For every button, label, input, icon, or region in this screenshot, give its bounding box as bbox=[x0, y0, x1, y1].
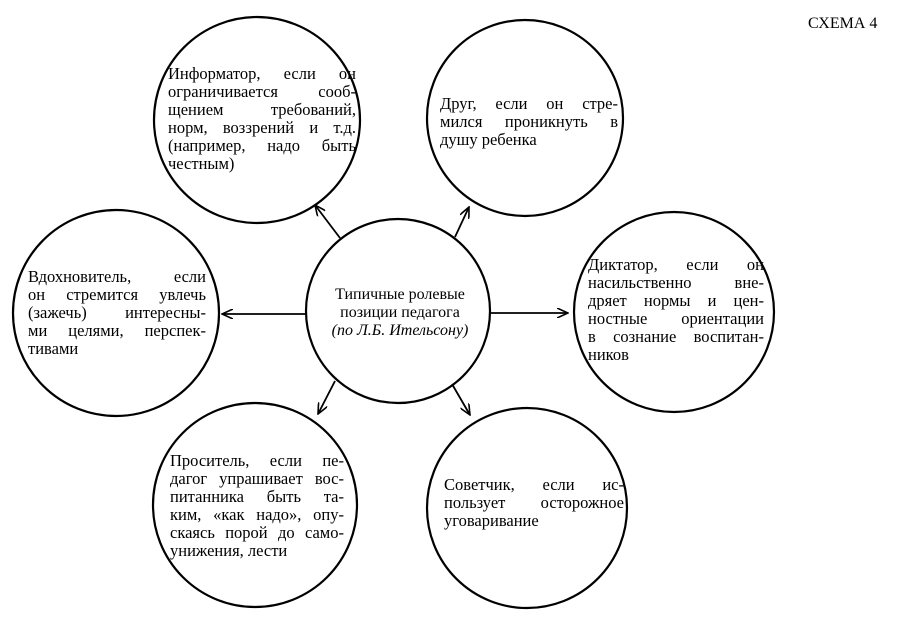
prositel-text: Проситель, если пе- дагог упрашивает вос… bbox=[170, 452, 344, 560]
vdokhnovitel-line: (зажечь) интересны- bbox=[28, 303, 206, 322]
vdokhnovitel-line: ми целями, перспек- bbox=[28, 321, 206, 340]
sovetchik-line: пользует осторожное bbox=[444, 493, 624, 512]
sovetchik-line: уговаривание bbox=[444, 511, 539, 530]
center-line-1: Типичные ролевые bbox=[335, 286, 465, 303]
diktator-line: в сознание воспитан- bbox=[588, 327, 764, 346]
center-source: (по Л.Б. Ительсону) bbox=[331, 322, 469, 339]
prositel-line: питанника быть та- bbox=[170, 487, 344, 506]
prositel-line: скаясь порой до само- bbox=[170, 523, 344, 542]
circle-prositel bbox=[151, 401, 359, 609]
circle-drug bbox=[425, 18, 625, 218]
circle-center bbox=[304, 217, 492, 405]
drug-line: мился проникнуть в bbox=[440, 112, 618, 131]
arrow-to-prositel bbox=[318, 380, 336, 414]
center-node-text: Типичные ролевые позиции педагога (по Л.… bbox=[312, 286, 488, 340]
vdokhnovitel-line: тивами bbox=[28, 339, 79, 358]
prositel-line: Проситель, если пе- bbox=[170, 451, 344, 470]
diktator-line: дряет нормы и цен- bbox=[588, 291, 764, 310]
prositel-line: ким, «как надо», опу- bbox=[170, 505, 344, 524]
sovetchik-line: Советчик, если ис- bbox=[444, 475, 624, 494]
vdokhnovitel-text: Вдохновитель, если он стремится увлечь (… bbox=[28, 268, 206, 358]
arrow-to-drug bbox=[454, 207, 469, 238]
informator-line: честным) bbox=[168, 154, 235, 173]
prositel-line: унижения, лести bbox=[170, 541, 288, 560]
circle-sovetchik bbox=[425, 406, 629, 610]
diktator-line: ников bbox=[588, 345, 629, 364]
circle-diktator bbox=[572, 210, 776, 414]
diktator-line: Диктатор, если он bbox=[588, 255, 764, 274]
informator-line: (например, надо быть bbox=[168, 136, 356, 155]
informator-line: щением требований, bbox=[168, 100, 356, 119]
sovetchik-text: Советчик, если ис- пользует осторожное у… bbox=[444, 476, 624, 530]
drug-line: Друг, если он стре- bbox=[440, 94, 618, 113]
informator-line: Информатор, если он bbox=[168, 64, 356, 83]
informator-line: ограничивается сооб- bbox=[168, 82, 356, 101]
informator-text: Информатор, если он ограничивается сооб-… bbox=[168, 65, 356, 173]
arrow-to-informator bbox=[315, 205, 341, 239]
vdokhnovitel-line: Вдохновитель, если bbox=[28, 267, 206, 286]
drug-text: Друг, если он стре- мился проникнуть в д… bbox=[440, 95, 618, 149]
circle-vdokhnovitel bbox=[11, 208, 221, 418]
arrow-to-sovetchik bbox=[451, 383, 470, 415]
vdokhnovitel-line: он стремится увлечь bbox=[28, 285, 206, 304]
diktator-line: ностные ориентации bbox=[588, 309, 764, 328]
informator-line: норм, воззрений и т.д. bbox=[168, 118, 356, 137]
schema-label: СХЕМА 4 bbox=[808, 15, 878, 32]
prositel-line: дагог упрашивает вос- bbox=[170, 469, 344, 488]
circle-informator bbox=[152, 15, 362, 225]
diktator-text: Диктатор, если он насильственно вне- дря… bbox=[588, 256, 764, 364]
drug-line: душу ребенка bbox=[440, 130, 537, 149]
diktator-line: насильственно вне- bbox=[588, 273, 764, 292]
center-line-2: позиции педагога bbox=[340, 304, 460, 321]
